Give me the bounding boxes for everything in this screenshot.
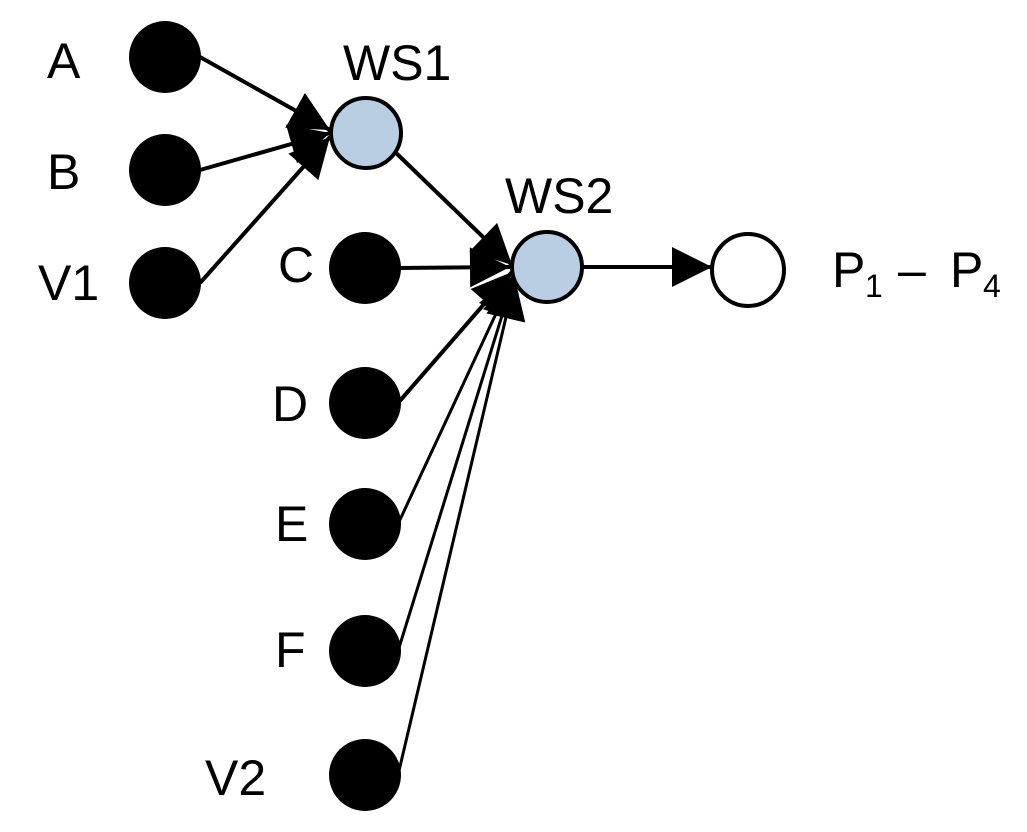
label-v2: V2: [205, 750, 266, 806]
label-f: F: [275, 622, 306, 678]
label-output-sub4: 4: [983, 268, 1001, 304]
edge-c-to-ws2: [397, 247, 511, 288]
label-ws2: WS2: [505, 168, 613, 224]
label-output-p4: P: [950, 242, 983, 298]
edge-a-to-ws1: [199, 55, 331, 132]
node-v2: [329, 739, 401, 811]
edge-v2-to-ws2: [396, 278, 526, 776]
label-d: D: [272, 376, 308, 432]
label-e: E: [275, 496, 308, 552]
node-output: [710, 232, 786, 308]
node-f: [329, 615, 401, 687]
label-output-p1: P: [832, 242, 865, 298]
node-ws2: [510, 230, 584, 304]
edge-f-to-ws2: [396, 276, 522, 652]
edge-b-to-ws1: [199, 124, 331, 172]
label-c: C: [278, 237, 314, 293]
node-e: [329, 488, 401, 560]
node-d: [329, 367, 401, 439]
label-output-sub1: 1: [865, 268, 883, 304]
label-ws1: WS1: [343, 35, 451, 91]
node-ws1: [329, 96, 403, 170]
label-output-dash: –: [898, 242, 926, 298]
node-v1: [129, 247, 201, 319]
node-c: [329, 232, 401, 304]
edge-ws1-to-ws2: [391, 148, 514, 267]
label-output: P 1 – P 4: [832, 242, 1001, 304]
edge-e-to-ws2: [396, 274, 516, 525]
label-a: A: [47, 33, 81, 89]
node-a: [129, 21, 201, 93]
label-v1: V1: [38, 255, 99, 311]
edge-v1-to-ws1: [198, 135, 332, 285]
node-b: [129, 134, 201, 206]
label-b: B: [47, 144, 80, 200]
